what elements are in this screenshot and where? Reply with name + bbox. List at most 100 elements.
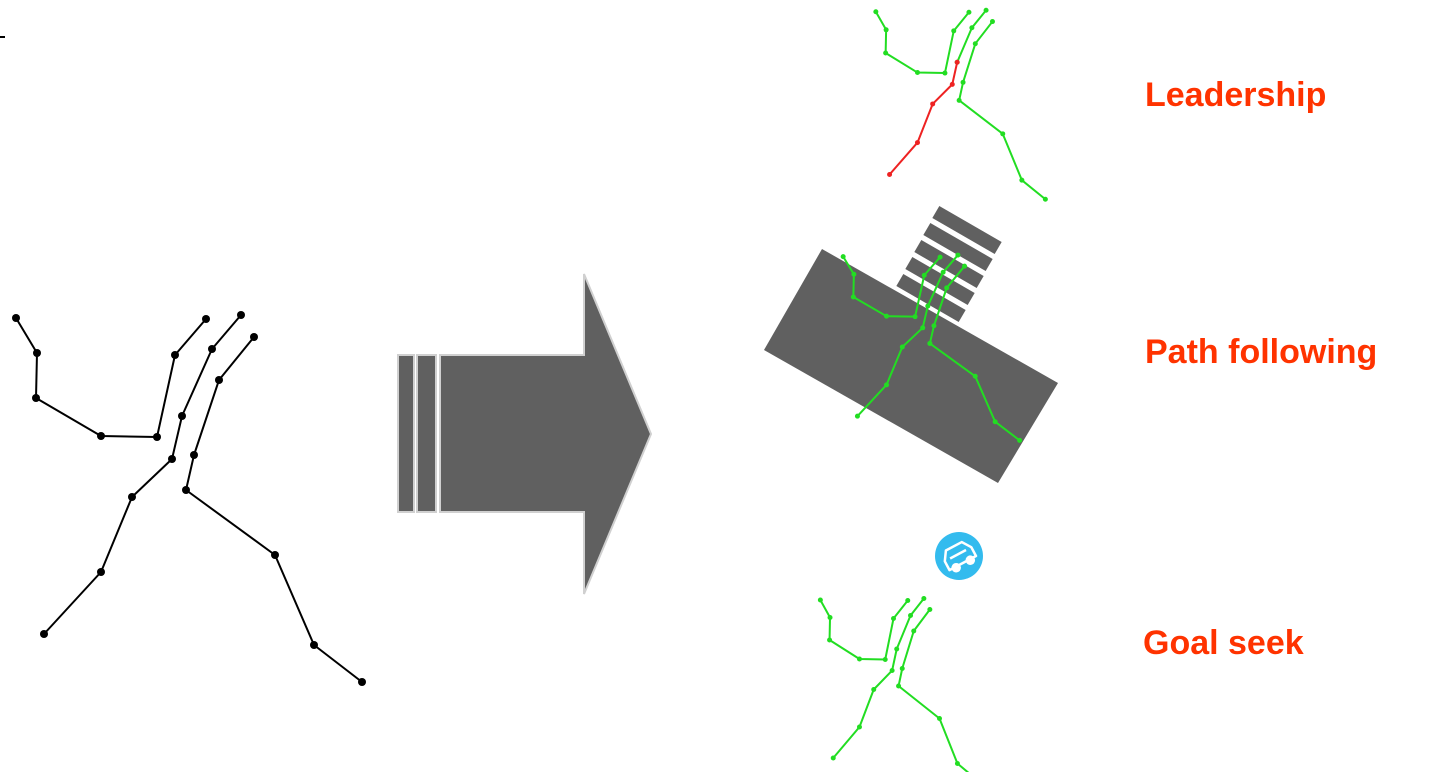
- label-goal-seek: Goal seek: [1143, 624, 1304, 663]
- trajectory-point: [990, 19, 995, 24]
- trajectory-point: [32, 394, 40, 402]
- trajectory-point: [942, 71, 947, 76]
- trajectory-point: [190, 451, 198, 459]
- trajectory-point: [887, 172, 892, 177]
- trajectory-point: [894, 647, 899, 652]
- trajectory-point: [1043, 197, 1048, 202]
- trajectory-point: [941, 270, 946, 275]
- trajectory-point: [153, 433, 161, 441]
- trajectory-point: [178, 412, 186, 420]
- trajectory-point: [271, 551, 279, 559]
- input-trajectory-3: [186, 337, 362, 682]
- trajectory-point: [40, 630, 48, 638]
- trajectory-point: [857, 657, 862, 662]
- trajectory-point: [962, 264, 967, 269]
- trajectory-point: [930, 101, 935, 106]
- input-trajectory-1: [16, 318, 206, 437]
- right-arrow-icon: [398, 274, 651, 594]
- trajectory-point: [128, 493, 136, 501]
- trajectory-point: [818, 598, 823, 603]
- trajectory-point: [921, 596, 926, 601]
- trajectory-point: [828, 615, 833, 620]
- trajectory-point: [966, 10, 971, 15]
- trajectory-point: [931, 323, 936, 328]
- arrow-stripe-2: [417, 355, 436, 512]
- trajectory-point: [915, 140, 920, 145]
- trajectory-point: [884, 27, 889, 32]
- trajectory-point: [884, 382, 889, 387]
- trajectory-point: [215, 376, 223, 384]
- trajectory-point: [890, 668, 895, 673]
- trajectory-point: [938, 255, 943, 260]
- path-region: [764, 206, 1058, 483]
- trajectory-point: [896, 684, 901, 689]
- goal-trajectory-2: [833, 599, 924, 759]
- goal-trajectory-3: [899, 610, 980, 772]
- trajectory-point: [927, 607, 932, 612]
- label-path-following: Path following: [1145, 333, 1377, 372]
- leader-track: [890, 62, 958, 174]
- trajectory-point: [97, 568, 105, 576]
- trajectory-point: [944, 285, 949, 290]
- label-leadership: Leadership: [1145, 76, 1326, 115]
- trajectory-point: [955, 761, 960, 766]
- trajectory-point: [955, 60, 960, 65]
- trajectory-point: [973, 41, 978, 46]
- trajectory-point: [171, 351, 179, 359]
- trajectory-point: [358, 678, 366, 686]
- leadership-trajectory-1: [876, 12, 969, 73]
- arrow-stripe-1: [398, 355, 414, 512]
- trajectory-point: [841, 254, 846, 259]
- trajectory-point: [911, 629, 916, 634]
- input-trajectories: [12, 311, 366, 686]
- trajectory-point: [883, 50, 888, 55]
- trajectory-point: [922, 273, 927, 278]
- trajectory-point: [250, 333, 258, 341]
- trajectory-point: [900, 344, 905, 349]
- trajectory-point: [957, 98, 962, 103]
- trajectory-point: [951, 28, 956, 33]
- trajectory-point: [831, 756, 836, 761]
- car-wheel-right: [966, 555, 975, 564]
- trajectory-point: [969, 25, 974, 30]
- leadership-trajectory-3: [959, 22, 1045, 200]
- trajectory-point: [1000, 131, 1005, 136]
- trajectory-point: [900, 666, 905, 671]
- car-icon: [935, 532, 983, 580]
- trajectory-point: [950, 82, 955, 87]
- goal-trajectory-1: [820, 600, 907, 660]
- trajectory-point: [851, 294, 856, 299]
- trajectory-point: [855, 414, 860, 419]
- trajectory-point: [984, 8, 989, 13]
- trajectory-point: [237, 311, 245, 319]
- trajectory-point: [168, 455, 176, 463]
- trajectory-point: [182, 486, 190, 494]
- trajectory-point: [883, 657, 888, 662]
- trajectory-point: [884, 314, 889, 319]
- trajectory-point: [97, 432, 105, 440]
- trajectory-point: [208, 345, 216, 353]
- trajectory-point: [937, 716, 942, 721]
- trajectory-point: [871, 687, 876, 692]
- trajectory-point: [827, 638, 832, 643]
- trajectory-point: [973, 374, 978, 379]
- trajectory-point: [851, 272, 856, 277]
- trajectory-point: [310, 641, 318, 649]
- trajectory-point: [993, 419, 998, 424]
- trajectory-point: [1017, 438, 1022, 443]
- trajectory-point: [908, 613, 913, 618]
- car-wheel-left: [951, 563, 960, 572]
- trajectory-point: [12, 314, 20, 322]
- trajectory-point: [202, 315, 210, 323]
- trajectory-point: [913, 314, 918, 319]
- trajectory-point: [925, 304, 930, 309]
- trajectory-point: [927, 341, 932, 346]
- trajectory-point: [873, 9, 878, 14]
- arrow-body: [440, 274, 651, 594]
- trajectory-point: [920, 325, 925, 330]
- trajectory-point: [915, 70, 920, 75]
- trajectory-point: [891, 616, 896, 621]
- trajectory-point: [1019, 178, 1024, 183]
- trajectory-point: [33, 349, 41, 357]
- trajectory-point: [961, 80, 966, 85]
